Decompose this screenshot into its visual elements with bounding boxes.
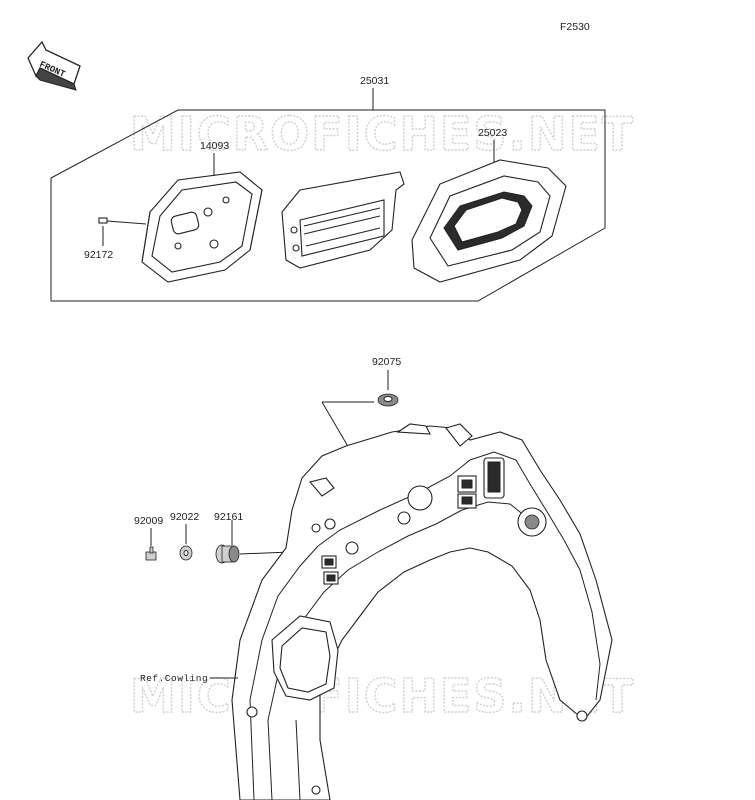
watermark-top: MICROFICHES.NET bbox=[130, 107, 635, 161]
meter-lcd-part bbox=[281, 171, 405, 269]
damper-part bbox=[215, 544, 240, 564]
front-arrow-icon: FRONT bbox=[27, 40, 81, 91]
figure-code: F2530 bbox=[560, 21, 590, 33]
label-25023: 25023 bbox=[478, 127, 507, 139]
label-92009: 92009 bbox=[134, 515, 163, 527]
cowling-bracket-part bbox=[231, 423, 613, 800]
label-ref-cowling: Ref.Cowling bbox=[140, 673, 208, 684]
label-92172: 92172 bbox=[84, 249, 113, 261]
meter-cover-part bbox=[411, 159, 567, 283]
screw-part bbox=[98, 217, 147, 225]
grommet-part bbox=[377, 393, 399, 407]
bolt-part bbox=[145, 546, 157, 561]
label-92161: 92161 bbox=[214, 511, 243, 523]
label-14093: 14093 bbox=[200, 140, 229, 152]
washer-part bbox=[179, 545, 193, 561]
label-92022: 92022 bbox=[170, 511, 199, 523]
label-92075: 92075 bbox=[372, 356, 401, 368]
assembly-box bbox=[50, 88, 606, 302]
label-25031: 25031 bbox=[360, 75, 389, 87]
leader-92161-h bbox=[239, 551, 291, 555]
meter-case-part bbox=[141, 171, 263, 283]
